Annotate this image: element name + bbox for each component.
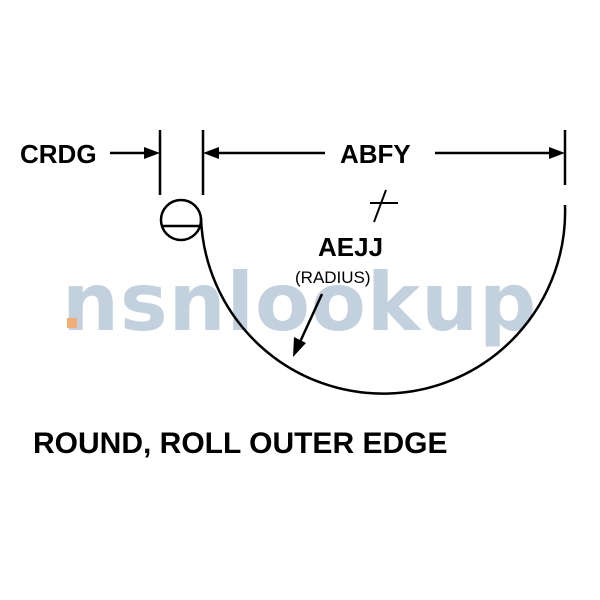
watermark: nsnlookup: [62, 256, 537, 349]
profile-arc: [199, 204, 567, 395]
rolled-edge: [159, 198, 203, 242]
abfy-arrowhead-right: [549, 147, 565, 159]
radius-arrowhead: [293, 337, 306, 357]
crdg-label: CRDG: [20, 139, 97, 169]
rolled-edge-circle: [159, 198, 203, 242]
caption: ROUND, ROLL OUTER EDGE: [33, 427, 447, 460]
crdg-dimension: [110, 147, 160, 159]
abfy-label: ABFY: [340, 139, 411, 169]
abfy-dimension: [203, 147, 565, 159]
watermark-dot: [67, 318, 77, 328]
radius-leader-line: [298, 293, 324, 343]
radius-note: (RADIUS): [295, 268, 371, 287]
center-mark-vertical: [373, 189, 387, 223]
crdg-arrowhead: [144, 147, 160, 159]
center-mark: [370, 189, 398, 223]
radius-leader: [293, 293, 324, 357]
aejj-label: AEJJ: [318, 232, 383, 262]
watermark-text: nsnlookup: [62, 256, 537, 349]
abfy-arrowhead-left: [203, 147, 219, 159]
